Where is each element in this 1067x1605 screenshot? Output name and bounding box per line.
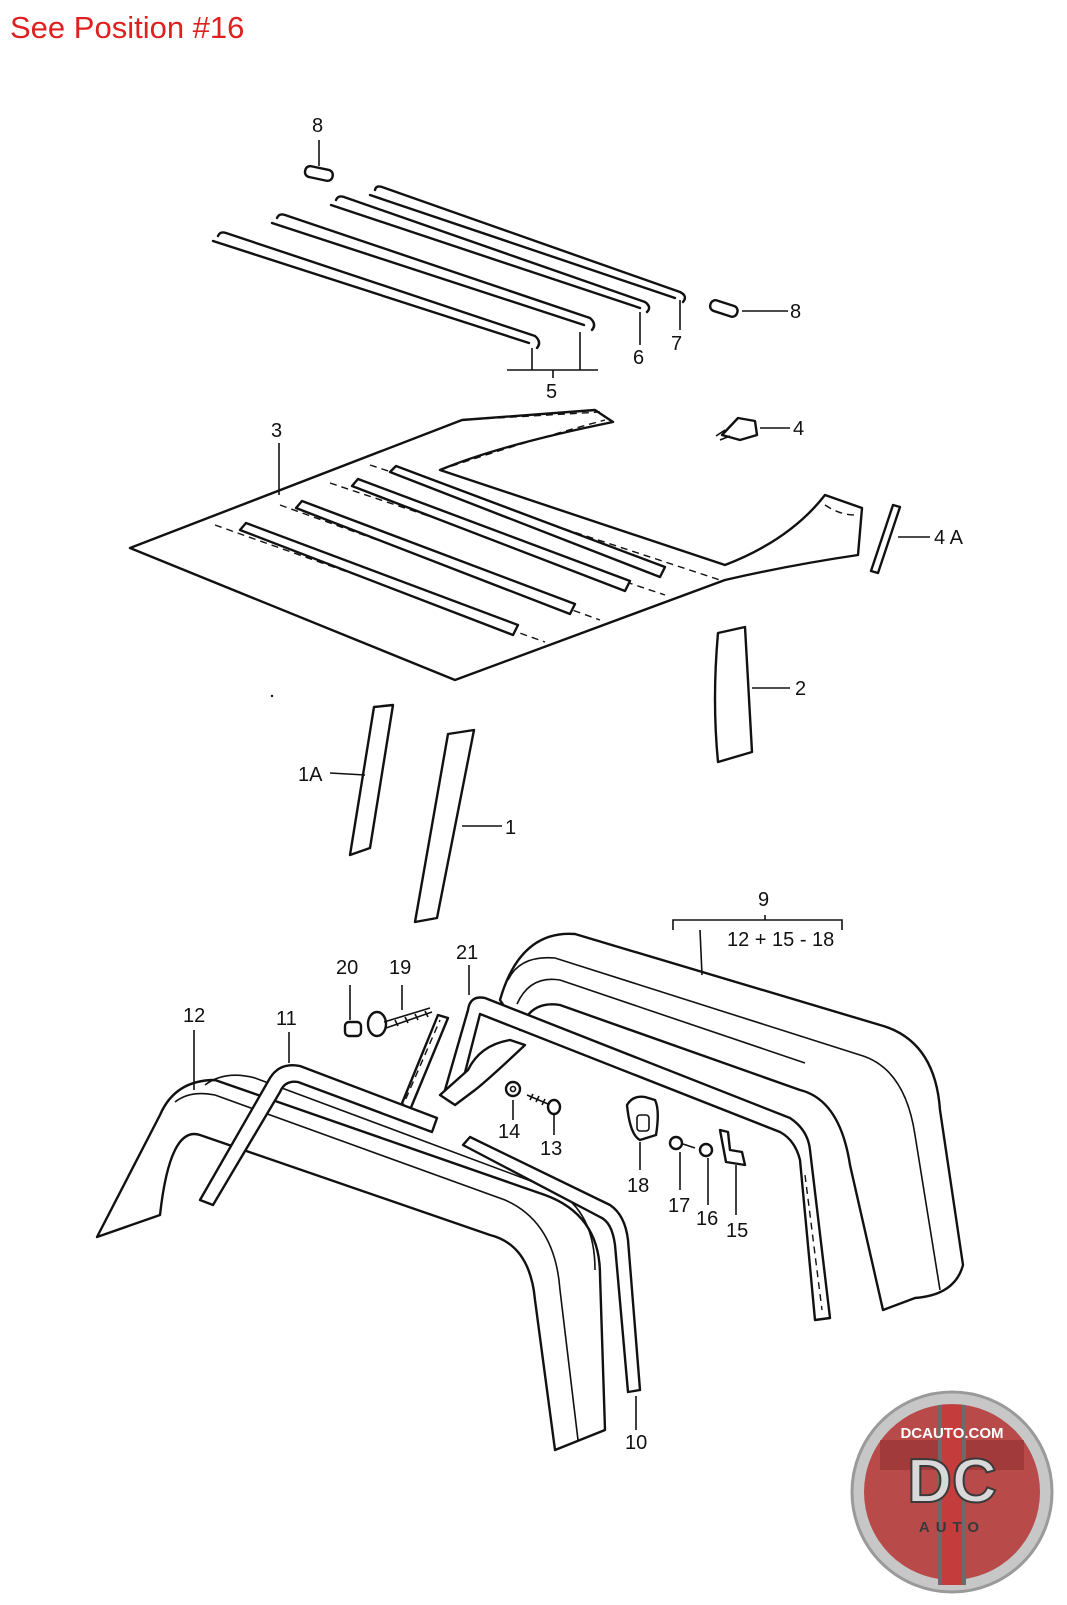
callout-13: 13 <box>540 1138 562 1160</box>
roof-strip-4 <box>388 464 667 579</box>
bracket-15 <box>718 1128 747 1167</box>
bumper-18-slot <box>636 1114 650 1132</box>
badge-site: DCAUTO.COM <box>900 1425 1003 1442</box>
roof-bow-5a <box>216 231 541 350</box>
callout-1: 1 <box>505 817 516 839</box>
bumper-18 <box>625 1095 659 1142</box>
callout-16: 16 <box>696 1208 718 1230</box>
screw-19-head <box>366 1010 388 1038</box>
callout-8-top: 8 <box>312 115 323 137</box>
roof-bow-5b <box>275 213 596 332</box>
plug-20 <box>343 1020 363 1038</box>
trim-11 <box>198 1032 439 1207</box>
strip-2 <box>713 625 754 764</box>
rod-4a <box>869 503 930 575</box>
bead-stitch <box>400 1019 441 1111</box>
roof-strip-3 <box>350 477 632 593</box>
seal-21-stitch <box>804 1174 823 1311</box>
washer-14 <box>504 1080 522 1098</box>
dc-auto-badge-icon: DCAUTO.COM DC AUTO <box>850 1390 1054 1594</box>
callout-1a: 1A <box>298 764 323 786</box>
strip-1 <box>413 728 476 924</box>
fender-flare-9 <box>498 915 965 1312</box>
page-heading: See Position #16 <box>10 10 245 45</box>
clip-4 <box>715 416 790 442</box>
seal-strip-21 <box>438 965 832 1322</box>
bow-pin-8-top <box>303 164 335 183</box>
leader-9 <box>699 929 703 976</box>
side-strips <box>270 625 790 924</box>
callout-6: 6 <box>633 347 644 369</box>
callout-10: 10 <box>625 1432 647 1454</box>
seal-21-end <box>438 1038 527 1107</box>
callout-21: 21 <box>456 942 478 964</box>
flare-9-crease <box>507 956 941 1291</box>
callout-9: 9 <box>758 889 769 911</box>
pin-17 <box>682 1143 696 1149</box>
badge-sub: AUTO <box>919 1519 985 1536</box>
seal-21-body <box>443 996 832 1322</box>
washer-14-hole <box>509 1085 517 1093</box>
callout-3: 3 <box>271 420 282 442</box>
callout-5: 5 <box>546 381 557 403</box>
callout-4a: 4 A <box>934 527 964 549</box>
flare-9-inner <box>516 978 806 1064</box>
bracket-9 <box>672 915 843 930</box>
flare-12-body <box>95 1078 607 1452</box>
screw-13-thread <box>526 1093 549 1106</box>
trim-11-body <box>198 1064 439 1207</box>
callout-2: 2 <box>795 678 806 700</box>
rod-4a-body <box>869 503 902 575</box>
callout-7: 7 <box>671 333 682 355</box>
callout-14: 14 <box>498 1121 520 1143</box>
callout-12: 12 <box>183 1005 205 1027</box>
flare-9-body <box>498 932 965 1312</box>
roof-seam-rear-flap <box>439 419 606 471</box>
trim-10 <box>461 1135 642 1430</box>
hardware-13-18 <box>504 1080 747 1215</box>
badge-stripe-red <box>942 1405 962 1585</box>
callout-8-right: 8 <box>790 301 801 323</box>
roof-strip-1 <box>238 521 520 637</box>
callout-15: 15 <box>726 1220 748 1242</box>
clip-4-tabs <box>715 429 731 441</box>
nut-17 <box>668 1135 684 1151</box>
roof-strip-2 <box>294 499 577 616</box>
screw-19-thread <box>383 1007 433 1029</box>
leader-1a <box>329 772 366 776</box>
bow-pin-8-right <box>708 299 739 318</box>
roof-bow-6-edge <box>329 203 642 310</box>
roof-panel-outline <box>128 408 864 682</box>
callout-11: 11 <box>276 1008 297 1030</box>
badge-mark: DC <box>907 1447 997 1516</box>
callout-labels: 8 8 7 6 5 4 3 4 A 2 1A 1 9 12 + 15 - 18 … <box>183 115 964 1454</box>
stray-dot <box>270 694 274 698</box>
roof-bow-7 <box>373 185 687 304</box>
roof-bow-6 <box>334 195 651 314</box>
bracket-5 <box>507 332 598 378</box>
clip-4-body <box>720 416 759 442</box>
roof-bow-5b-edge <box>270 221 586 327</box>
callout-9-subparts: 12 + 15 - 18 <box>727 929 834 951</box>
fender-flare-12 <box>95 1030 607 1452</box>
callout-19: 19 <box>389 957 411 979</box>
screw-13-head <box>546 1098 562 1116</box>
roof-bow-7-edge <box>368 193 677 300</box>
callout-20: 20 <box>336 957 358 979</box>
flare-12-inner <box>174 1092 579 1441</box>
fasteners-19-20 <box>343 985 433 1038</box>
roof-seam-corner <box>824 504 856 516</box>
callout-4: 4 <box>793 418 804 440</box>
roof-bow-5a-edge <box>211 239 531 345</box>
callout-18: 18 <box>627 1175 649 1197</box>
roof-panel-3 <box>128 408 864 682</box>
washer-16 <box>698 1142 714 1158</box>
trim-10-body <box>461 1135 642 1394</box>
strip-1a <box>348 703 395 857</box>
roof-bows-group <box>211 140 788 378</box>
callout-17: 17 <box>668 1195 690 1217</box>
